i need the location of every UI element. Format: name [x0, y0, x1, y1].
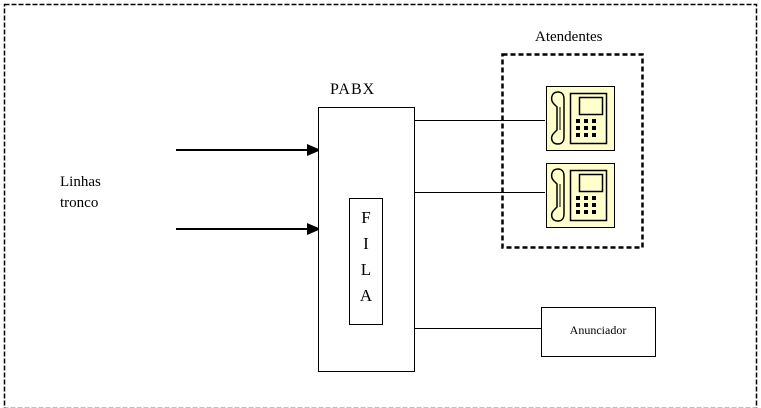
trunk-arrow-top	[176, 144, 321, 156]
trunk-arrow-bottom	[176, 223, 321, 235]
announcer-box	[541, 307, 656, 357]
attendants-label: Atendentes	[535, 29, 603, 45]
telephone-icon	[546, 86, 615, 151]
attendants-group-frame	[501, 53, 644, 249]
trunk-label-line2: tronco	[60, 195, 98, 211]
outer-frame	[3, 3, 758, 408]
queue-letter-l: L	[361, 260, 371, 279]
trunk-lines-label: Linhas tronco	[60, 174, 105, 211]
queue-letter-i: I	[363, 234, 369, 253]
queue-letter-a: A	[360, 286, 373, 305]
queue-box	[349, 198, 383, 325]
pabx-label: PABX	[330, 81, 375, 98]
trunk-label-line1: Linhas	[60, 174, 101, 190]
announcer-label: Anunciador	[570, 323, 627, 337]
telephone-icon	[546, 163, 615, 228]
queue-letter-f: F	[361, 208, 370, 227]
